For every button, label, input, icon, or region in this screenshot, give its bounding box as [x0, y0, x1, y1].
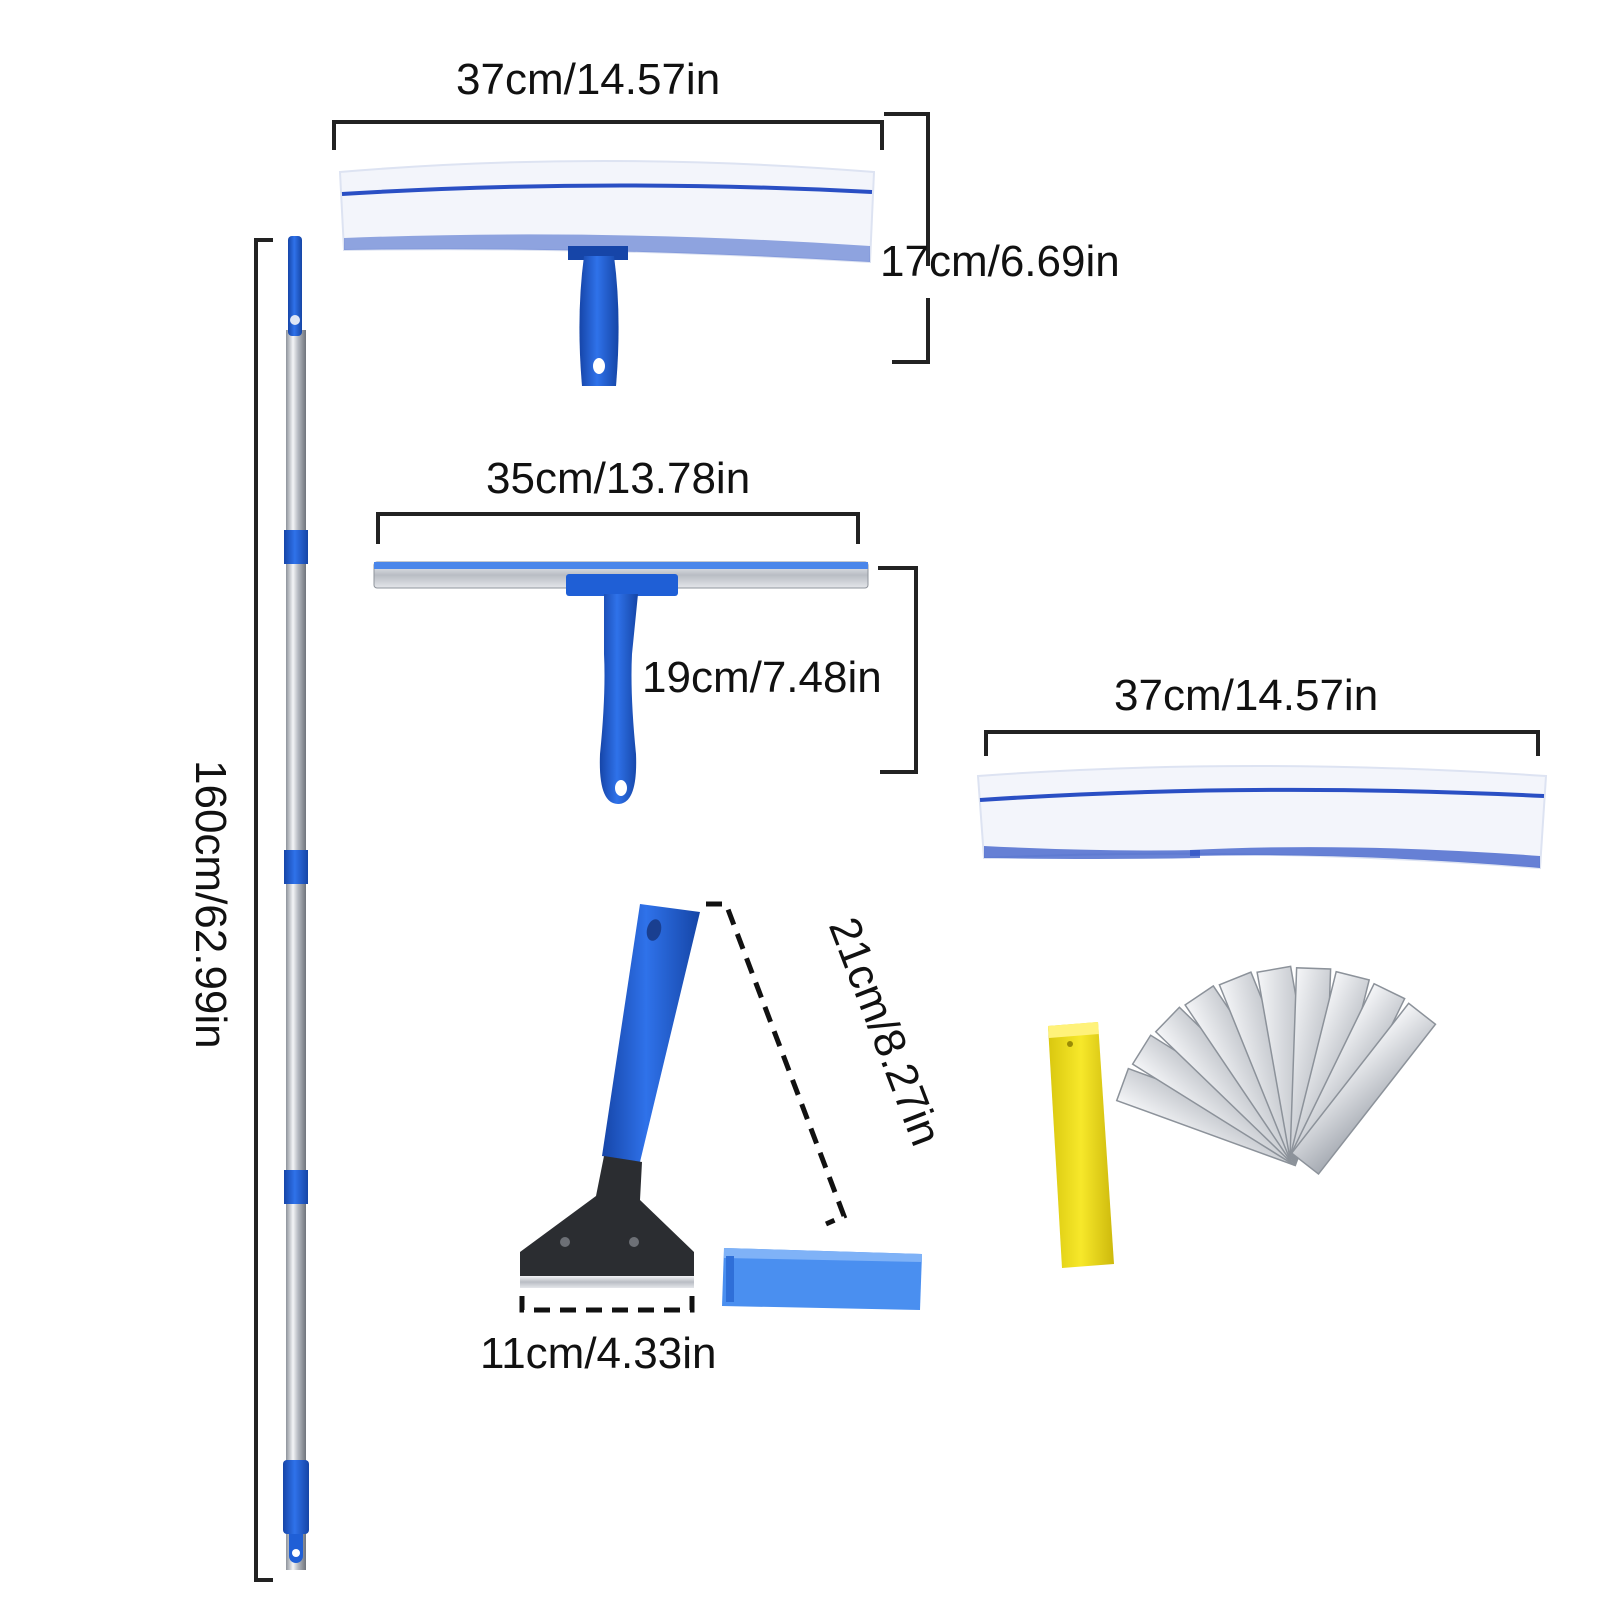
squeegee	[373, 561, 869, 804]
pole-length-bracket	[254, 238, 273, 1582]
scraper	[520, 904, 700, 1288]
pole-length-label: 160cm/62.99in	[186, 760, 235, 1049]
strip-washer-height-label: 17cm/6.69in	[880, 237, 1120, 286]
spare-sleeve-dimension-lines	[984, 730, 1540, 756]
strip-washer	[338, 160, 876, 386]
scraper-dimension-lines	[519, 901, 848, 1313]
strip-washer-width-label: 37cm/14.57in	[456, 55, 721, 104]
squeegee-height-label: 19cm/7.48in	[642, 653, 882, 702]
spare-sleeve-width-label: 37cm/14.57in	[1114, 671, 1379, 720]
blade-box	[1048, 1022, 1114, 1268]
spare-sleeve	[976, 765, 1548, 870]
scraper-blade-width-label: 11cm/4.33in	[480, 1329, 717, 1378]
spare-blades	[1115, 965, 1437, 1176]
squeegee-width-label: 35cm/13.78in	[486, 454, 751, 503]
telescopic-pole	[283, 236, 309, 1570]
squeegee-dimension-lines	[376, 512, 918, 774]
strip-washer-dimension-lines	[332, 112, 930, 364]
scraper-blade-cover	[722, 1248, 922, 1310]
